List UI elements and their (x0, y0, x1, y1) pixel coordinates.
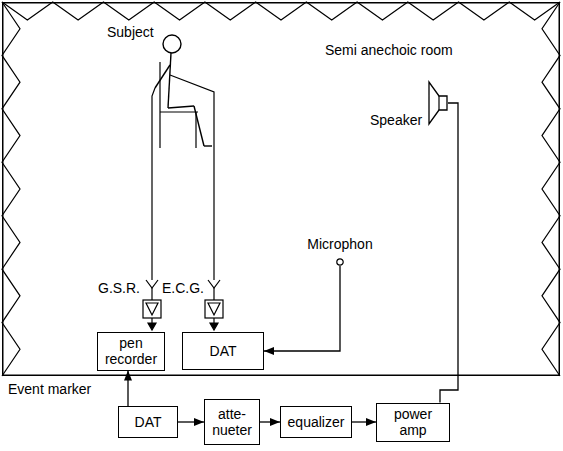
thigh (168, 106, 194, 108)
amplifier-symbol (208, 303, 220, 315)
box-label: DAT (210, 343, 237, 359)
chair-leg (195, 112, 196, 148)
signal-line (178, 421, 204, 422)
gsr-electrode (143, 280, 161, 330)
part-label: Speaker (370, 112, 422, 128)
wedge-row (542, 2, 560, 376)
gsr-wire (152, 88, 155, 280)
head (163, 35, 181, 53)
arrowhead (210, 323, 218, 330)
part-label: E.C.G. (160, 280, 206, 296)
electrode-wires (152, 75, 214, 280)
anechoic-room: Semi anechoic room pen recorder DAT Microph… (2, 2, 560, 376)
amplifier-box (205, 300, 223, 318)
device-box: DAT (118, 406, 178, 438)
box-label: equalizer (288, 414, 345, 430)
box-label: atte- nueter (209, 406, 255, 438)
speaker-symbol (428, 80, 448, 126)
wedge-row (2, 2, 560, 20)
foot (204, 145, 212, 146)
subject-figure (155, 35, 212, 146)
box-label: pen recorder (102, 335, 160, 367)
wire (213, 288, 214, 300)
speaker: Speaker (370, 80, 450, 128)
microphone: Microphon (300, 236, 380, 270)
electrode-symbol (208, 280, 220, 288)
box-label: DAT (135, 414, 162, 430)
wedge-row (2, 2, 20, 376)
device-box: pen recorder (97, 332, 165, 371)
signal-line (260, 421, 280, 422)
torso (168, 53, 171, 108)
signal-line (352, 421, 376, 422)
arrowhead (148, 323, 156, 330)
absorber-wedges (2, 2, 560, 376)
room-label: Semi anechoic room (325, 42, 453, 58)
arm (155, 65, 170, 88)
ecg-electrode (205, 280, 223, 330)
part-label: G.S.R. (96, 280, 142, 296)
device-box: atte- nueter (204, 399, 260, 445)
signal-line (264, 266, 340, 351)
signal-line (440, 103, 458, 403)
part-label: Subject (105, 24, 156, 40)
microphone-symbol (336, 258, 344, 266)
amplifier-box (143, 300, 161, 318)
chair-seat (160, 111, 198, 112)
edge-label: Event marker (6, 381, 93, 397)
ecg-wire (170, 75, 214, 280)
device-box: power amp (376, 403, 450, 442)
box-label: power amp (381, 406, 445, 438)
device-box: equalizer (280, 406, 352, 438)
part-label: Microphon (300, 236, 380, 252)
signal-line (127, 371, 128, 407)
wire (151, 288, 152, 300)
chair (160, 62, 198, 148)
chair-back (159, 62, 160, 148)
amplifier-symbol (146, 303, 158, 315)
electrode-symbol (146, 280, 158, 288)
device-box: DAT (182, 332, 264, 370)
